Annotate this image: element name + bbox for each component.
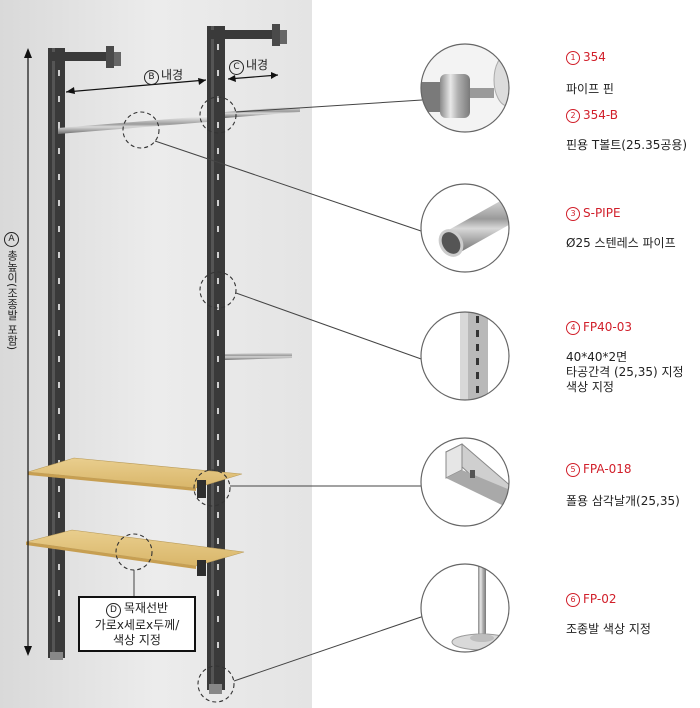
triangle-bracket-icon: [420, 437, 510, 527]
dimension-b-badge: B: [144, 70, 159, 85]
dimension-c-badge: C: [229, 60, 244, 75]
wooden-shelves: [25, 457, 245, 576]
dimension-lines: [24, 48, 279, 656]
slotted-post-icon: [420, 311, 510, 401]
dimension-d-badge: D: [105, 603, 121, 618]
stainless-pipe-icon: [420, 183, 510, 273]
part-4-desc: 40*40*2면: [566, 350, 628, 364]
part-3-desc: Ø25 스텐레스 파이프: [566, 236, 676, 250]
pipe-pin-icon: [420, 43, 510, 133]
part-4-desc-2: 타공간격 (25,35) 지정: [566, 365, 684, 379]
part-1-desc: 파이프 핀: [566, 82, 614, 96]
leader-lines: [133, 99, 425, 682]
part-5-desc: 폴용 삼각날개(25,35): [566, 494, 680, 508]
left-post: [48, 46, 121, 660]
detail-circles: [115, 96, 237, 703]
part-4-desc-3: 색상 지정: [566, 380, 614, 394]
dimension-a-badge: A: [4, 232, 19, 247]
part-6-desc: 조종발 색상 지정: [566, 622, 651, 636]
part-2-desc: 핀용 T볼트(25.35공용): [566, 138, 688, 152]
leveling-foot-icon: [420, 563, 510, 653]
right-post: [207, 24, 287, 694]
dimension-a-label: A총높이(조종발 포함): [4, 232, 19, 351]
